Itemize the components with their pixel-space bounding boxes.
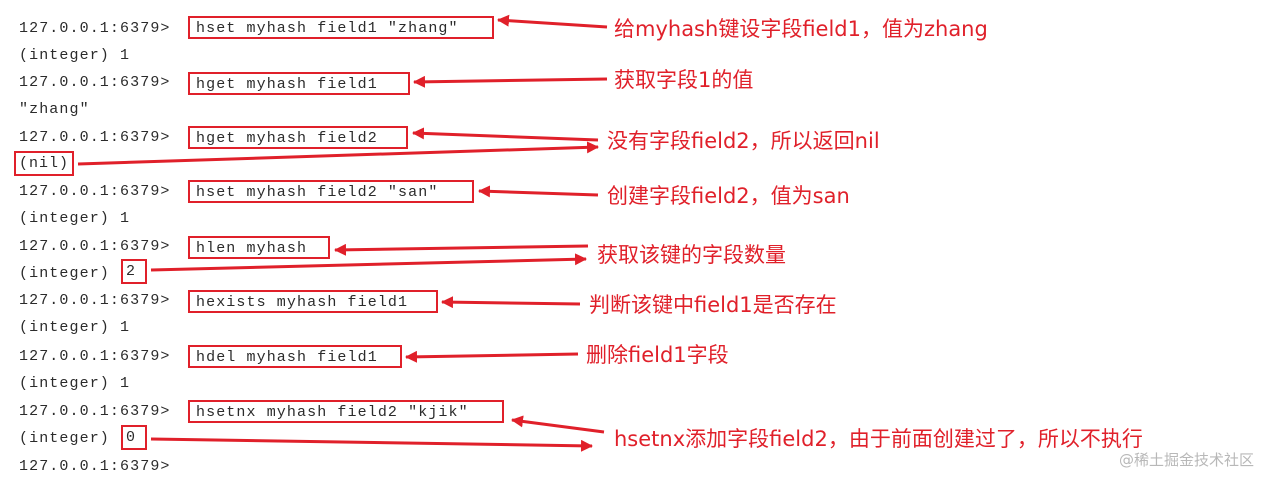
arrow: [497, 14, 608, 29]
annotation-text: 创建字段field2，值为san: [607, 184, 850, 208]
terminal-line: 127.0.0.1:6379>: [19, 180, 171, 204]
command-box[interactable]: hget myhash field2: [188, 126, 408, 149]
command-box[interactable]: hdel myhash field1: [188, 345, 402, 368]
terminal-line: 127.0.0.1:6379>: [19, 126, 171, 150]
terminal-line: 127.0.0.1:6379>: [19, 17, 171, 41]
arrow: [77, 141, 599, 166]
annotation-text: 删除field1字段: [586, 343, 729, 367]
prompt: 127.0.0.1:6379>: [19, 292, 171, 309]
annotation-text: 获取字段1的值: [614, 68, 754, 92]
prompt: 127.0.0.1:6379>: [19, 348, 171, 365]
output-line: (integer) 1: [19, 47, 131, 64]
arrow: [511, 415, 605, 434]
arrow: [413, 75, 608, 88]
terminal-line: 127.0.0.1:6379>: [19, 235, 171, 259]
hsetnx-result-box: 0: [121, 425, 147, 450]
annotation-text: 没有字段field2，所以返回nil: [607, 129, 880, 153]
prompt: 127.0.0.1:6379>: [19, 129, 171, 146]
terminal-line: 127.0.0.1:6379>: [19, 400, 171, 424]
command-box[interactable]: hset myhash field1 "zhang": [188, 16, 494, 39]
annotation-text: 判断该键中field1是否存在: [589, 293, 837, 317]
output-line: "zhang": [19, 101, 90, 118]
output-line: (integer): [19, 262, 120, 286]
annotation-text: 获取该键的字段数量: [597, 243, 786, 267]
terminal-line: 127.0.0.1:6379>: [19, 71, 171, 95]
prompt: 127.0.0.1:6379>: [19, 20, 171, 37]
terminal-line: 127.0.0.1:6379>: [19, 345, 171, 369]
arrow: [405, 350, 579, 363]
terminal-line: 127.0.0.1:6379>: [19, 289, 171, 313]
annotation-text: hsetnx添加字段field2，由于前面创建过了，所以不执行: [614, 427, 1143, 451]
arrow: [478, 185, 599, 198]
arrow: [150, 253, 587, 272]
prompt: 127.0.0.1:6379>: [19, 458, 171, 475]
terminal-prompt-line[interactable]: 127.0.0.1:6379>: [19, 455, 171, 479]
prompt: 127.0.0.1:6379>: [19, 403, 171, 420]
watermark: @稀土掘金技术社区: [1118, 451, 1254, 469]
command-box[interactable]: hexists myhash field1: [188, 290, 438, 313]
command-box[interactable]: hlen myhash: [188, 236, 330, 259]
output-prefix: (integer): [19, 430, 121, 447]
output-line: (integer) 1: [19, 319, 131, 336]
annotation-text: 给myhash键设字段field1，值为zhang: [614, 17, 988, 41]
output-line: (integer) 1: [19, 375, 131, 392]
arrow: [412, 127, 599, 142]
prompt: 127.0.0.1:6379>: [19, 183, 171, 200]
output-prefix: (integer): [19, 265, 121, 282]
hlen-result-box: 2: [121, 259, 147, 284]
command-box[interactable]: hset myhash field2 "san": [188, 180, 474, 203]
prompt: 127.0.0.1:6379>: [19, 74, 171, 91]
output-line: (integer): [19, 427, 120, 451]
command-box[interactable]: hsetnx myhash field2 "kjik": [188, 400, 504, 423]
nil-output-box: (nil): [14, 151, 74, 176]
prompt: 127.0.0.1:6379>: [19, 238, 171, 255]
output-line: (integer) 1: [19, 210, 131, 227]
arrow: [441, 296, 581, 309]
arrow: [150, 437, 593, 452]
arrow: [334, 243, 589, 256]
command-box[interactable]: hget myhash field1: [188, 72, 410, 95]
